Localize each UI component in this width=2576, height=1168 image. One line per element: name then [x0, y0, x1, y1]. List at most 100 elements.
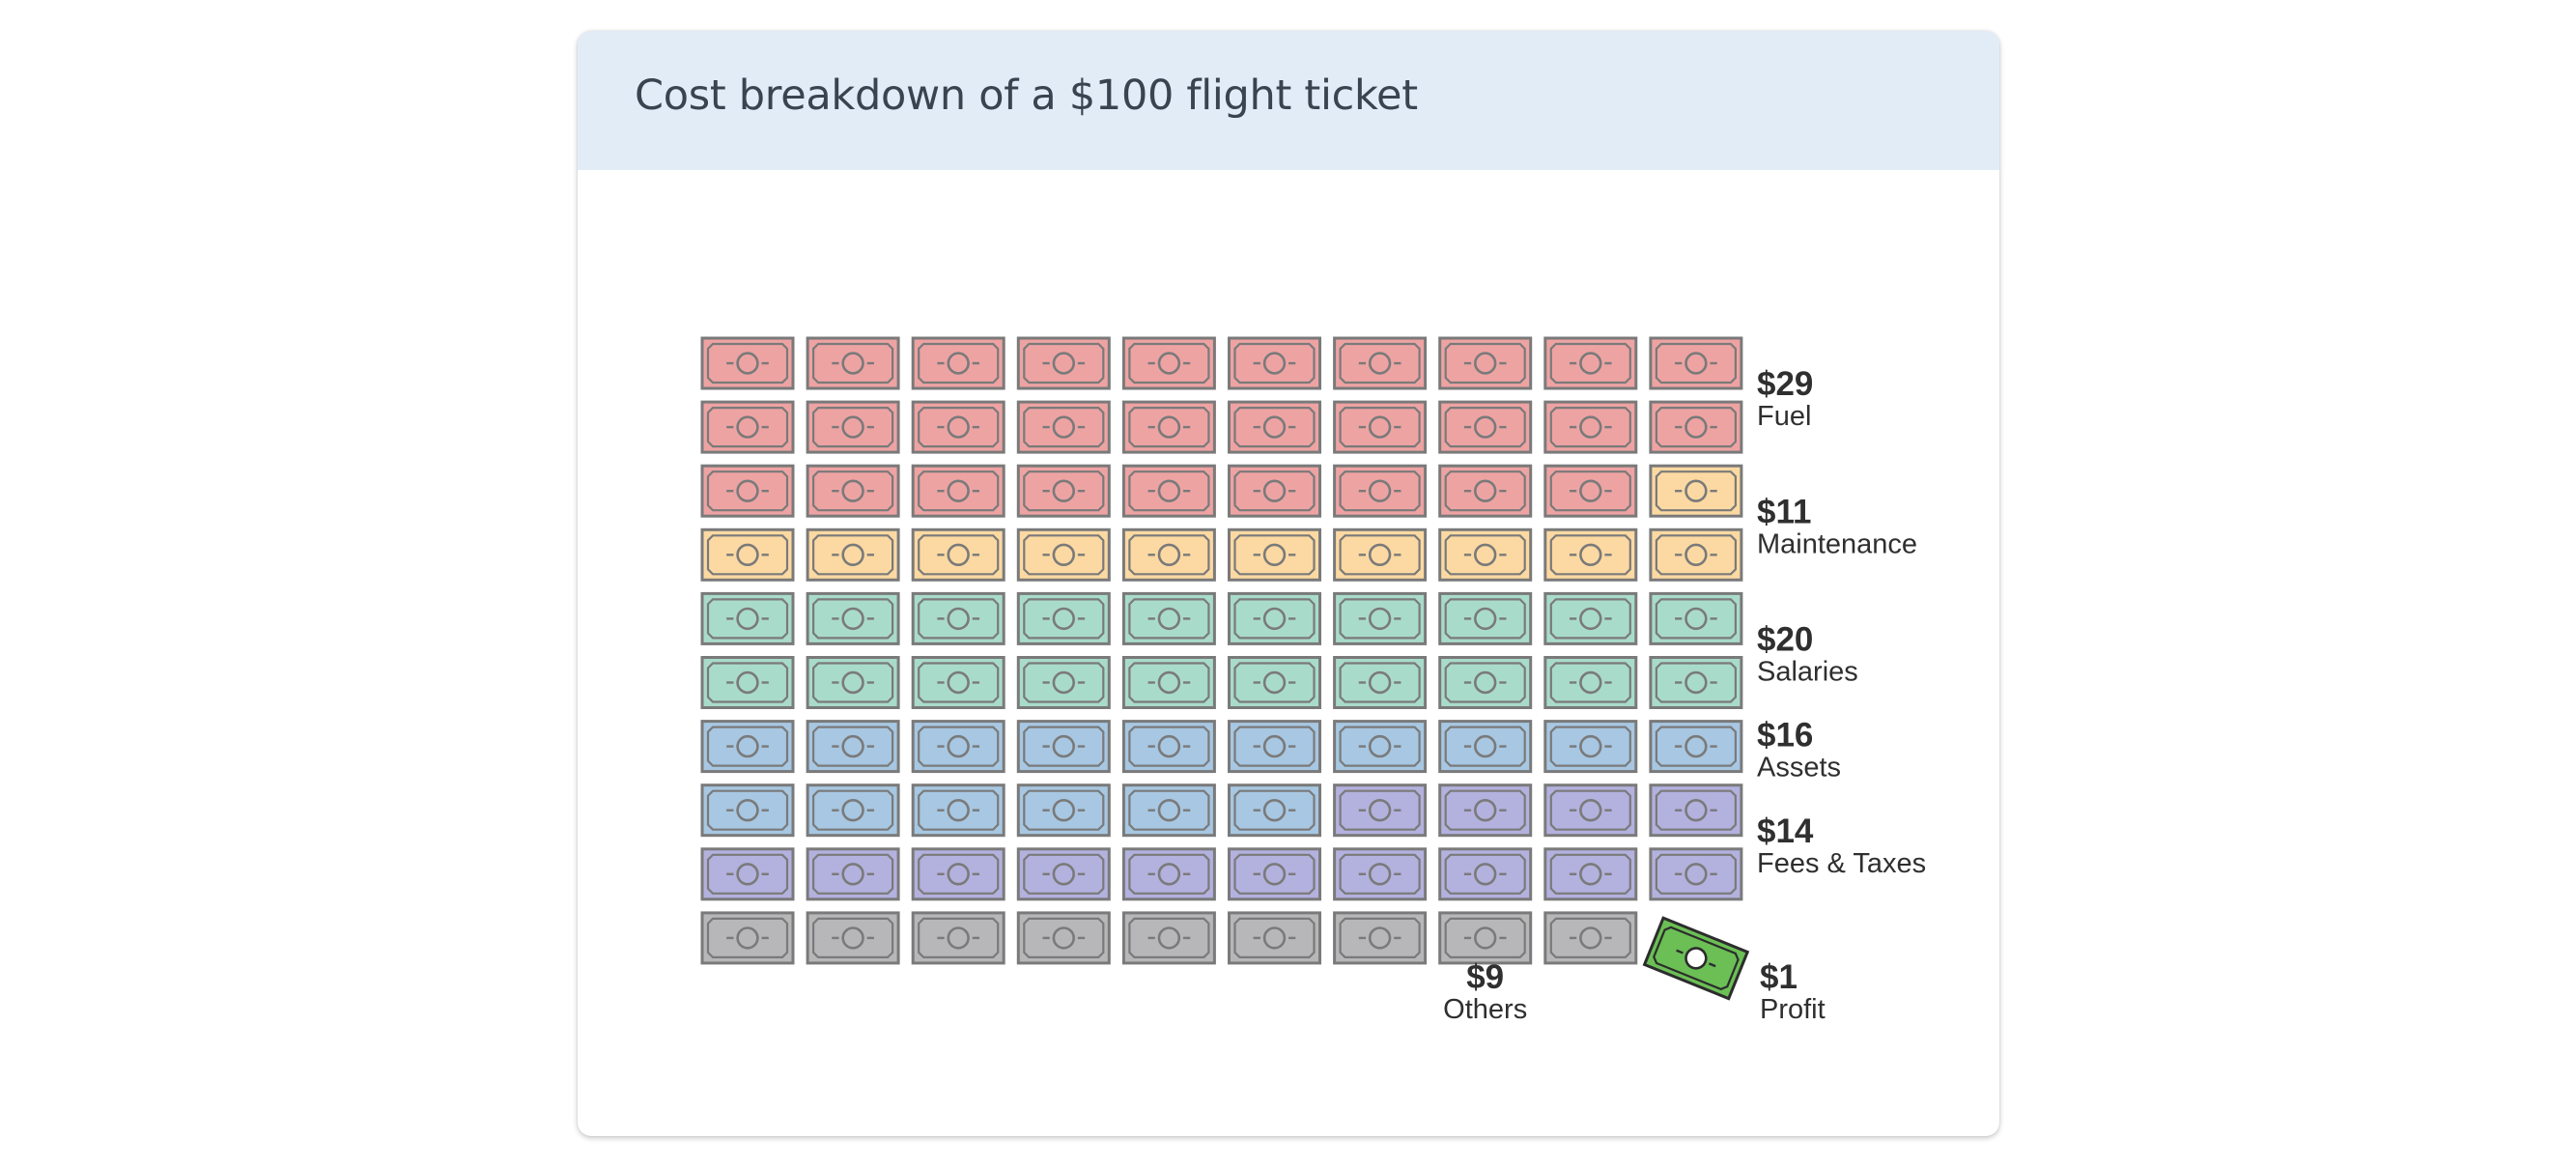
bill-fees-taxes	[806, 847, 900, 901]
bill-salaries	[911, 591, 1005, 645]
bill-maintenance	[1333, 527, 1428, 582]
bill-border	[1655, 470, 1738, 512]
bill-coin	[1262, 734, 1287, 758]
bill-border	[706, 470, 789, 512]
bill-salaries	[700, 656, 795, 709]
bill-salaries	[911, 656, 1005, 709]
bill-border	[918, 407, 1000, 448]
bill-body	[911, 527, 1005, 582]
bill-coin	[1262, 799, 1287, 822]
bill-salaries	[1333, 656, 1428, 709]
bill-maintenance	[700, 527, 795, 582]
bill-border	[1444, 726, 1526, 767]
bill-salaries	[1649, 591, 1743, 645]
bill-border	[1549, 598, 1631, 640]
bill-coin	[1052, 415, 1075, 439]
bill-border	[1444, 662, 1526, 703]
bill-salaries	[1121, 591, 1216, 645]
bill-border	[1233, 407, 1316, 448]
bill-border	[1655, 726, 1738, 767]
bill-coin	[1052, 799, 1075, 822]
bill-assets	[700, 783, 795, 838]
bill-border	[812, 917, 894, 959]
waffle-chart: $29Fuel$11Maintenance$20Salaries$16Asset…	[700, 336, 1926, 1025]
bill-border	[706, 342, 789, 385]
bill-others	[700, 911, 795, 965]
bill-border	[1655, 342, 1738, 385]
bill-coin	[1684, 479, 1708, 502]
bill-maintenance	[1543, 527, 1638, 582]
bill-others	[1228, 911, 1321, 965]
bill-body	[911, 720, 1005, 774]
bill-coin	[1579, 607, 1602, 631]
bill-border	[1128, 470, 1210, 512]
bill-fuel	[1543, 464, 1638, 518]
bill-border	[812, 853, 894, 895]
bill-body	[1438, 720, 1533, 774]
bill-border	[1128, 407, 1210, 448]
bill-border	[706, 726, 789, 767]
bill-body	[1228, 336, 1321, 390]
bill-salaries	[1228, 591, 1321, 645]
category-label-assets: Assets	[1757, 753, 1841, 783]
bill-body	[1121, 783, 1216, 838]
bill-coin	[1368, 799, 1392, 822]
bill-border	[1233, 853, 1316, 895]
bill-body	[1649, 847, 1743, 901]
bill-coin	[1157, 863, 1181, 886]
bill-salaries	[1649, 656, 1743, 709]
bill-body	[911, 847, 1005, 901]
bill-border	[1339, 853, 1421, 895]
bill-fuel	[1016, 336, 1111, 390]
bill-border	[1233, 789, 1316, 831]
bill-maintenance	[806, 527, 900, 582]
bill-body	[1543, 656, 1638, 709]
bill-assets	[1333, 720, 1428, 774]
value-label-maintenance: $11	[1757, 493, 1811, 530]
bill-fuel	[700, 400, 795, 454]
bill-coin	[1157, 670, 1181, 695]
bill-coin	[736, 352, 759, 375]
bill-coin	[1052, 670, 1075, 695]
bill-border	[1549, 917, 1631, 959]
bill-coin	[736, 479, 759, 502]
bill-body	[1438, 847, 1533, 901]
bill-coin	[736, 799, 759, 822]
bill-fees-taxes	[1543, 847, 1638, 901]
bill-border	[1128, 534, 1210, 576]
bill-coin	[1368, 926, 1392, 950]
bill-salaries	[806, 656, 900, 709]
bill-border	[1339, 662, 1421, 703]
bill-border	[1233, 598, 1316, 640]
bill-coin	[736, 670, 759, 695]
bill-body	[806, 720, 900, 774]
bill-coin	[736, 734, 759, 758]
bill-body	[1121, 720, 1216, 774]
bill-body	[1121, 591, 1216, 645]
bill-fuel	[700, 464, 795, 518]
bill-others	[1333, 911, 1428, 965]
bill-body	[1649, 656, 1743, 709]
bill-body	[1121, 656, 1216, 709]
category-label-fees-taxes: Fees & Taxes	[1757, 848, 1926, 879]
bill-body	[806, 527, 900, 582]
bill-body	[1228, 400, 1321, 454]
bill-body	[1438, 783, 1533, 838]
bill-body	[1016, 527, 1111, 582]
bill-body	[1333, 336, 1428, 390]
bill-fuel	[1438, 400, 1533, 454]
bill-body	[1649, 400, 1743, 454]
bill-body	[1016, 847, 1111, 901]
bill-coin	[1368, 607, 1392, 631]
bill-body	[806, 911, 900, 965]
bill-fees-taxes	[1649, 783, 1743, 838]
bill-coin	[1684, 543, 1708, 566]
bill-body	[700, 656, 795, 709]
bill-border	[1339, 534, 1421, 576]
bill-coin	[1262, 543, 1287, 566]
bill-coin	[841, 926, 864, 950]
bill-assets	[911, 720, 1005, 774]
bill-border	[1444, 342, 1526, 385]
bill-coin	[841, 607, 864, 631]
bill-coin	[1684, 734, 1708, 758]
